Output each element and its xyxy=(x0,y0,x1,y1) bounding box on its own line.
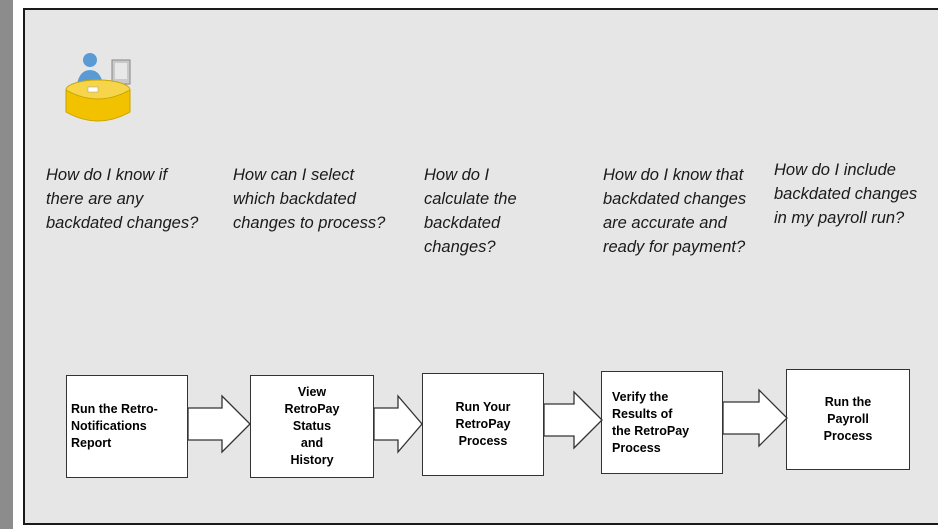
step-verify-retropay-results: Verify the Results of the RetroPay Proce… xyxy=(601,371,723,474)
step-label: Verify the Results of the RetroPay Proce… xyxy=(612,389,690,455)
step-label: Run Your RetroPay Process xyxy=(455,400,511,448)
flow-arrow-2 xyxy=(374,394,423,454)
step-label: View RetroPay Status and History xyxy=(284,385,340,467)
question-2: How can I select which backdated changes… xyxy=(233,166,386,232)
left-edge-bar xyxy=(0,0,13,529)
flow-arrow-3 xyxy=(544,390,603,450)
step-run-retro-notifications-report: Run the Retro- Notifications Report xyxy=(66,375,188,478)
question-4: How do I know that backdated changes are… xyxy=(603,166,747,256)
flow-arrow-1 xyxy=(188,394,251,454)
question-5: How do I include backdated changes in my… xyxy=(774,161,918,227)
question-3: How do I calculate the backdated changes… xyxy=(424,166,517,256)
step-run-retropay-process: Run Your RetroPay Process xyxy=(422,373,544,476)
question-1: How do I know if there are any backdated… xyxy=(46,166,199,232)
step-run-payroll-process: Run the Payroll Process xyxy=(786,369,910,470)
step-view-retropay-status: View RetroPay Status and History xyxy=(250,375,374,478)
step-label: Run the Retro- Notifications Report xyxy=(71,402,158,450)
step-label: Run the Payroll Process xyxy=(823,395,873,443)
flow-arrow-4 xyxy=(723,388,788,448)
person-at-desk-icon xyxy=(65,53,131,122)
